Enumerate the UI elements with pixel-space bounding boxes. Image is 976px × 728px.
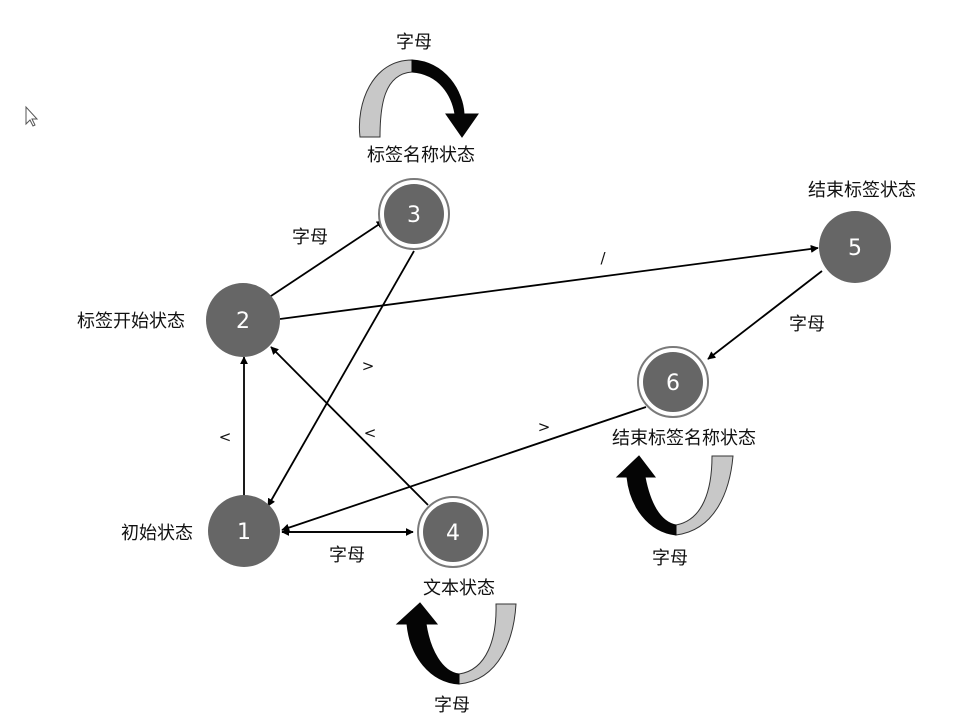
edge-label-4-to-2: < bbox=[364, 424, 377, 442]
edge-label-6-to-1: > bbox=[538, 418, 551, 436]
mouse-pointer-icon bbox=[25, 105, 39, 127]
self-loop-label: 字母 bbox=[396, 32, 432, 53]
edge-2-to-3 bbox=[267, 220, 385, 299]
edge-label-5-to-6: 字母 bbox=[789, 314, 825, 335]
state-label-1: 初始状态 bbox=[121, 523, 193, 544]
transitions bbox=[240, 220, 823, 536]
state-number: 5 bbox=[848, 236, 862, 261]
state-number: 1 bbox=[237, 520, 251, 545]
edge-5-to-6 bbox=[707, 270, 823, 360]
loop-arrow-icon bbox=[358, 59, 413, 138]
edge-label-1-to-2: < bbox=[219, 428, 232, 446]
state-number: 2 bbox=[236, 309, 250, 334]
state-number: 4 bbox=[446, 521, 460, 546]
self-loop-6: 字母 bbox=[615, 455, 734, 569]
state-label-4: 文本状态 bbox=[423, 578, 495, 599]
state-node-1: 1 bbox=[208, 495, 280, 567]
state-node-2: 2 bbox=[206, 283, 280, 357]
state-number: 6 bbox=[666, 371, 680, 396]
edge-4-to-2 bbox=[270, 346, 429, 506]
state-label-5: 结束标签状态 bbox=[808, 180, 916, 201]
loop-arrow-icon bbox=[458, 603, 517, 685]
loop-arrow-icon bbox=[615, 455, 677, 536]
state-node-5: 5 bbox=[819, 211, 891, 283]
state-label-6: 结束标签名称状态 bbox=[612, 428, 756, 449]
self-loop-4: 字母 bbox=[395, 602, 517, 716]
edge-3-to-1 bbox=[267, 250, 415, 507]
edge-2-to-5 bbox=[279, 244, 819, 320]
state-label-3: 标签名称状态 bbox=[367, 145, 475, 166]
self-loop-label: 字母 bbox=[652, 548, 688, 569]
state-label-2: 标签开始状态 bbox=[77, 311, 185, 332]
state-node-3: 3 bbox=[378, 178, 450, 250]
edge-label-2-to-5: / bbox=[600, 249, 606, 267]
edge-label-3-to-1: > bbox=[362, 357, 375, 375]
state-number: 3 bbox=[407, 203, 421, 228]
edge-label-1-to-4: 字母 bbox=[329, 545, 365, 566]
loop-arrow-icon bbox=[675, 455, 734, 536]
loop-arrow-icon bbox=[395, 602, 460, 685]
state-node-4: 4 bbox=[417, 496, 489, 568]
edge-label-2-to-3: 字母 bbox=[292, 227, 328, 248]
loop-arrow-icon bbox=[411, 59, 479, 138]
edge-6-to-1 bbox=[281, 406, 647, 532]
self-loop-label: 字母 bbox=[434, 695, 470, 716]
self-loop-3: 字母 bbox=[358, 32, 479, 138]
state-node-6: 6 bbox=[637, 346, 709, 418]
